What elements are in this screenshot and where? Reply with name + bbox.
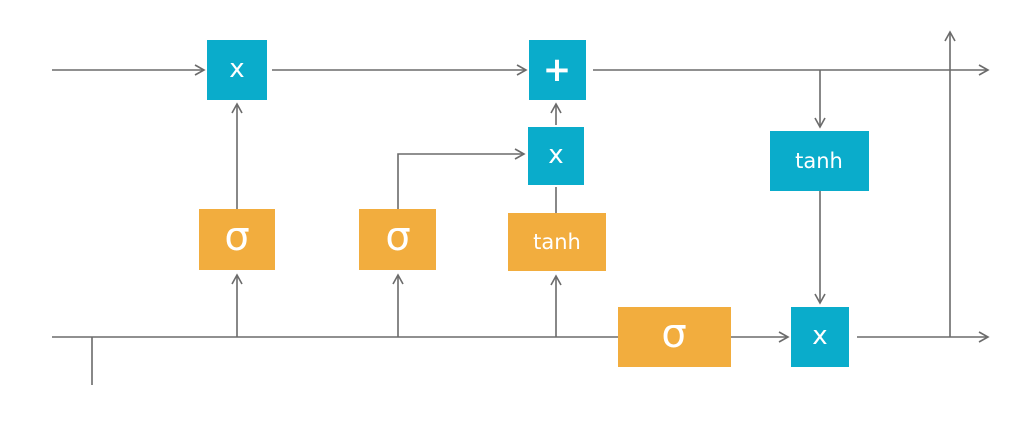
output-multiply-label: x <box>812 321 827 351</box>
cell-add-label: + <box>543 50 572 90</box>
input-sigma-label: σ <box>385 214 410 260</box>
output-sigma-label: σ <box>661 311 686 357</box>
candidate-tanh-label: tanh <box>533 230 581 254</box>
forget-multiply-label: x <box>229 54 244 84</box>
output-multiply-node: x <box>791 307 849 367</box>
output-tanh-label: tanh <box>795 149 843 173</box>
forget-sigma-node: σ <box>199 209 275 270</box>
candidate-tanh-node: tanh <box>508 213 606 271</box>
input-multiply-node: x <box>528 127 584 185</box>
output-sigma-node: σ <box>618 307 731 367</box>
input-multiply-label: x <box>548 140 563 170</box>
connectors <box>52 30 990 385</box>
output-tanh-node: tanh <box>770 131 869 191</box>
cell-add-node: + <box>529 40 586 100</box>
forget-multiply-node: x <box>207 40 267 100</box>
forget-sigma-label: σ <box>224 214 249 260</box>
input-sigma-to-mult-arrow <box>397 148 526 209</box>
input-sigma-node: σ <box>359 209 436 270</box>
